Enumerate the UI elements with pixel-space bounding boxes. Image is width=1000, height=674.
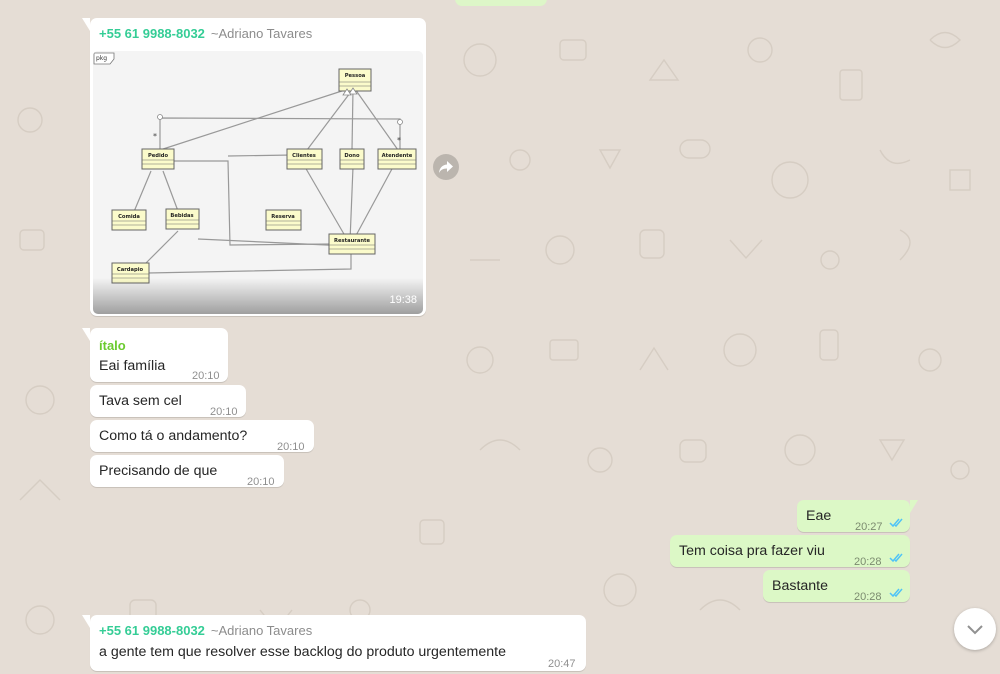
sender-phone[interactable]: +55 61 9988-8032 <box>99 26 205 41</box>
svg-text:*: * <box>397 136 401 145</box>
class-pedido: Pedido <box>148 153 169 159</box>
uml-class-diagram-image: pkg <box>93 51 423 314</box>
message-time: 20:10 <box>192 370 220 382</box>
message-time: 20:28 <box>854 591 882 603</box>
scroll-to-bottom-button[interactable] <box>954 608 996 650</box>
forward-button[interactable] <box>433 154 459 180</box>
class-bebidas: Bebidas <box>170 213 193 219</box>
image-timestamp: 19:38 <box>389 294 417 306</box>
message-time: 20:47 <box>548 658 576 670</box>
message-text: Bastante <box>772 578 829 594</box>
chevron-down-icon <box>967 625 983 635</box>
incoming-message[interactable]: ítalo Eai família 20:10 <box>82 328 228 382</box>
outgoing-message[interactable]: Eae 20:27 <box>797 500 918 533</box>
class-reserva: Reserva <box>271 214 295 220</box>
bubble-tail <box>910 500 918 513</box>
double-check-icon <box>889 588 903 598</box>
double-check-icon <box>889 553 903 563</box>
message-text: Tem coisa pra fazer viu <box>679 543 825 559</box>
message-text: Precisando de que <box>99 463 218 479</box>
sender-line: +55 61 9988-8032 ~Adriano Tavares <box>99 622 312 640</box>
message-text: Eai família <box>99 358 166 374</box>
double-check-icon <box>889 518 903 528</box>
class-pessoa: Pessoa <box>345 73 366 79</box>
sender-line: +55 61 9988-8032 ~Adriano Tavares <box>99 25 312 43</box>
sender-pushname: ~Adriano Tavares <box>210 623 313 638</box>
image-attachment[interactable]: pkg <box>93 51 423 314</box>
bubble-tail <box>82 328 90 341</box>
message-time: 20:10 <box>210 406 238 418</box>
class-atendente: Atendente <box>382 153 413 159</box>
class-cardapio: Cardapio <box>117 267 144 273</box>
class-restaurante: Restaurante <box>334 238 371 244</box>
message-time: 20:10 <box>247 476 275 488</box>
class-comida: Comida <box>118 214 140 220</box>
pkg-label: pkg <box>96 55 107 62</box>
previous-message-edge <box>455 0 547 6</box>
message-time: 20:10 <box>277 441 305 453</box>
bubble-tail <box>82 18 90 31</box>
class-dono: Dono <box>344 153 360 159</box>
message-text: Tava sem cel <box>99 393 182 409</box>
sender-name[interactable]: ítalo <box>99 338 126 353</box>
sender-phone[interactable]: +55 61 9988-8032 <box>99 623 205 638</box>
incoming-message[interactable]: +55 61 9988-8032 ~Adriano Tavares a gente… <box>82 615 586 671</box>
class-clientes: Clientes <box>292 153 316 159</box>
bubble-tail <box>82 615 90 628</box>
incoming-message[interactable]: Precisando de que 20:10 <box>90 455 284 488</box>
message-text: Como tá o andamento? <box>99 428 248 444</box>
sender-pushname: ~Adriano Tavares <box>210 26 313 41</box>
image-message-bubble[interactable]: +55 61 9988-8032 ~Adriano Tavares pkg <box>82 18 426 316</box>
incoming-message[interactable]: Tava sem cel 20:10 <box>90 385 246 418</box>
image-time-gradient <box>93 278 423 314</box>
message-text: a gente tem que resolver esse backlog do… <box>99 644 506 660</box>
svg-text:*: * <box>153 132 157 141</box>
forward-arrow-icon <box>439 161 453 173</box>
message-time: 20:27 <box>855 521 883 533</box>
message-time: 20:28 <box>854 556 882 568</box>
outgoing-message[interactable]: Tem coisa pra fazer viu 20:28 <box>670 535 910 568</box>
incoming-message[interactable]: Como tá o andamento? 20:10 <box>90 420 314 453</box>
outgoing-message[interactable]: Bastante 20:28 <box>763 570 910 603</box>
message-text: Eae <box>806 508 832 524</box>
